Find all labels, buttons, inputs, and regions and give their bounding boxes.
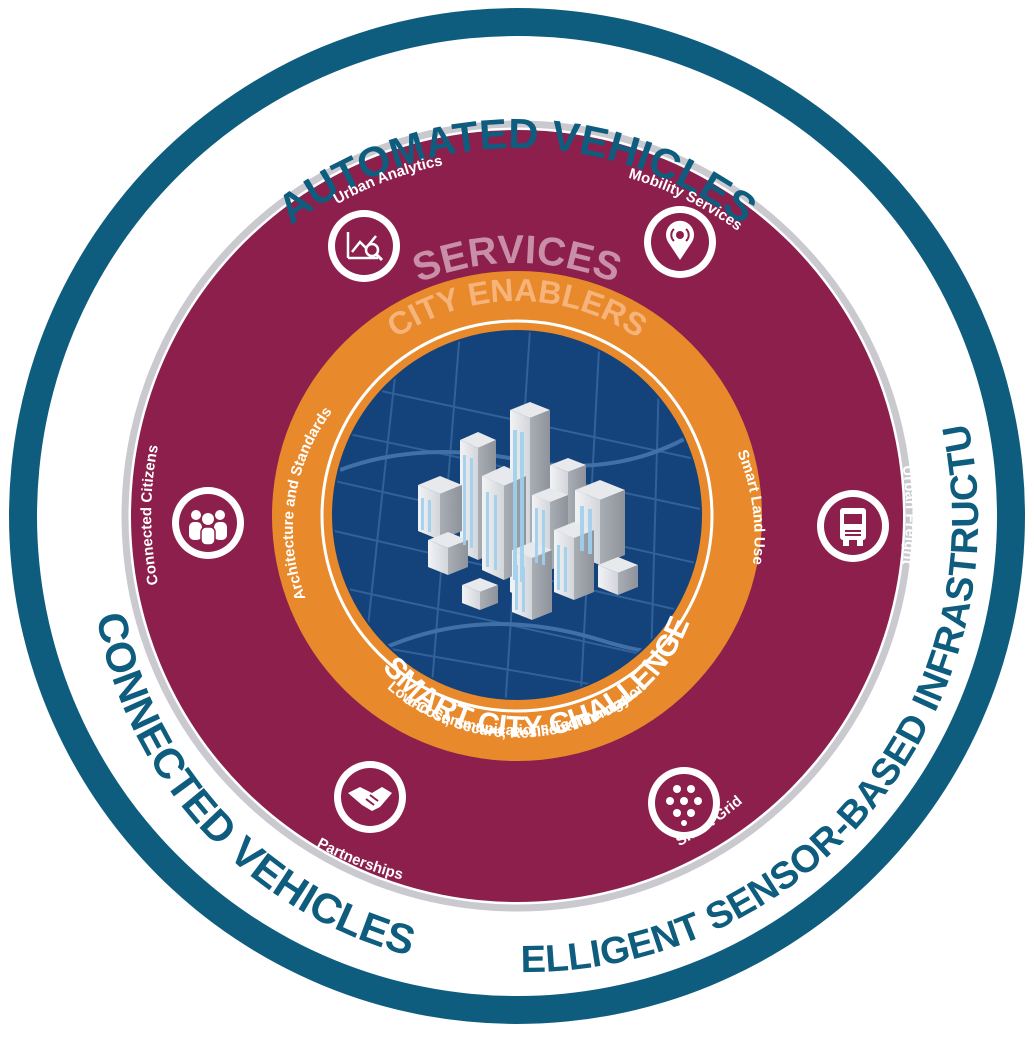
city-buildings-illustration <box>418 402 638 620</box>
thin-gray-ring <box>121 120 913 912</box>
enablers-inner-line <box>320 319 714 713</box>
analytics-chart-magnifier-icon <box>328 210 400 282</box>
handshake-icon <box>334 761 406 833</box>
dot-grid-icon <box>648 767 720 839</box>
location-pin-signal-icon <box>644 206 716 278</box>
people-group-icon <box>172 487 244 559</box>
service-label-connected-citizens: Connected Citizens <box>138 443 162 586</box>
service-label-urban-freight: Urban Freight <box>899 464 919 565</box>
truck-icon <box>817 490 889 562</box>
